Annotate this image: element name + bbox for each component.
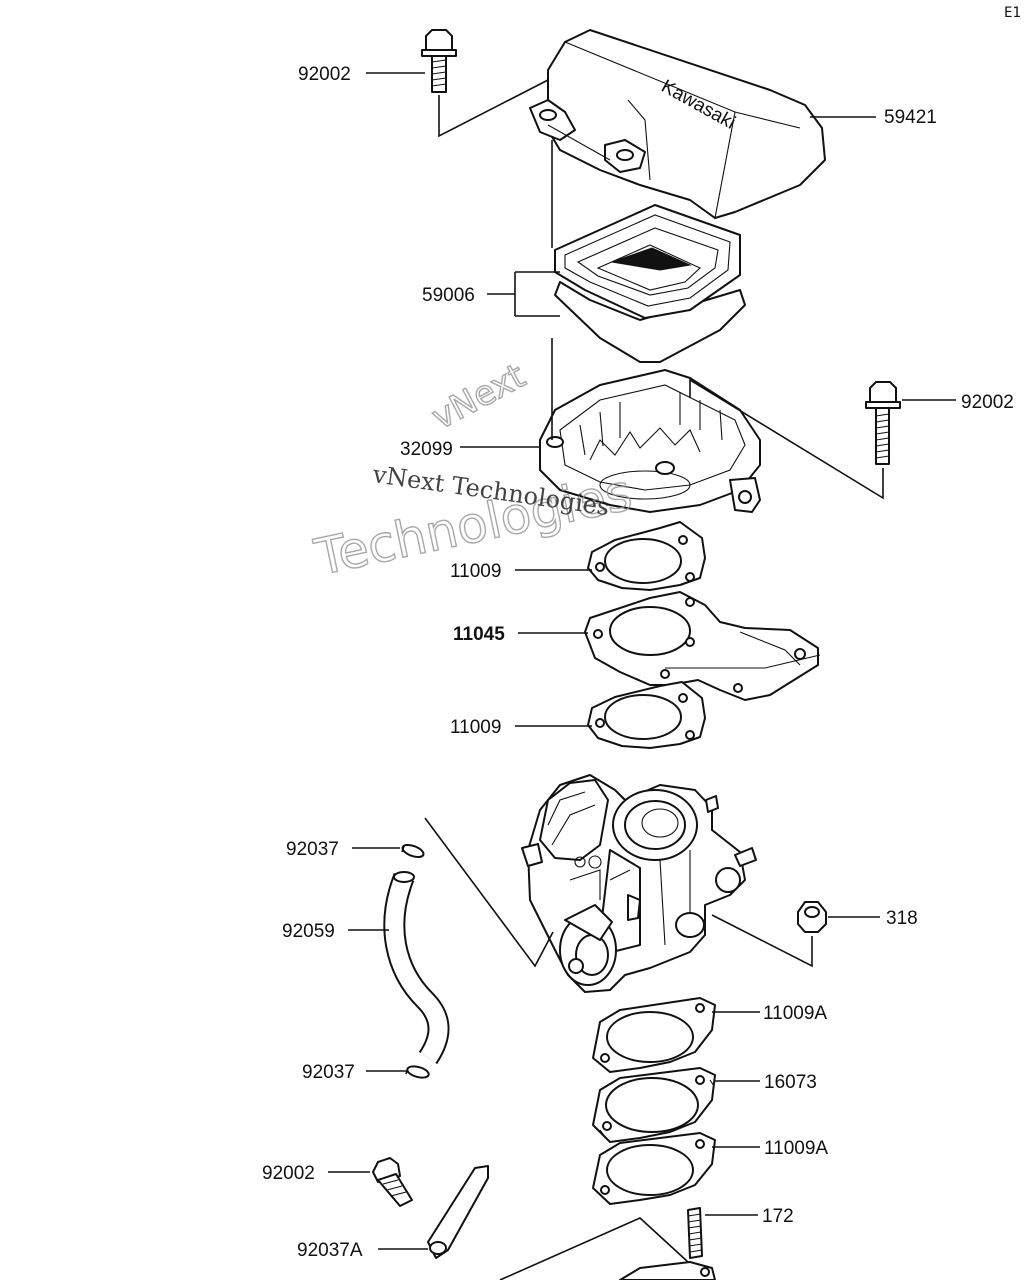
leader-lines [328,72,956,1280]
spacer[interactable] [592,1067,716,1143]
mounting-plate[interactable] [584,591,821,701]
label-bolt-right[interactable]: 92002 [961,392,1014,413]
label-gasket-4[interactable]: 11009A [764,1138,828,1159]
label-hose[interactable]: 92059 [282,921,335,942]
bolt-top[interactable] [421,29,457,93]
label-clip-lower[interactable]: 92037 [302,1062,355,1083]
clamp-strap[interactable] [427,1165,489,1259]
fuel-hose[interactable] [383,871,450,1065]
clip-upper[interactable] [401,843,425,860]
label-spacer[interactable]: 16073 [764,1072,817,1093]
label-clamp[interactable]: 92037A [297,1240,363,1261]
part-labels: 92002 59421 59006 32099 92002 11009 1104… [262,64,1014,1261]
label-filter[interactable]: 59006 [422,285,475,306]
label-bolt-top[interactable]: 92002 [298,64,351,85]
carburetor[interactable] [521,774,757,993]
label-nut[interactable]: 318 [886,908,918,929]
label-cover[interactable]: 59421 [884,107,937,128]
bolt-bottom[interactable] [372,1157,413,1207]
nut[interactable] [797,901,827,933]
gasket-lower[interactable] [587,681,706,749]
bolt-right[interactable] [865,381,901,465]
stud[interactable] [687,1207,703,1259]
gasket-11009a-lower[interactable] [592,1132,716,1205]
label-plate[interactable]: 11045 [453,624,505,645]
air-cleaner-base[interactable] [539,369,761,513]
label-gasket-2[interactable]: 11009 [450,717,501,738]
gasket-11009a-upper[interactable] [592,997,716,1073]
label-gasket-1[interactable]: 11009 [450,561,501,582]
label-stud[interactable]: 172 [762,1206,794,1227]
watermark-vnext: vNext [425,356,531,438]
label-bolt-bottom[interactable]: 92002 [262,1163,315,1184]
lower-flange-partial [619,1261,716,1280]
filter-element[interactable] [554,204,746,363]
clip-lower[interactable] [405,1064,430,1079]
label-gasket-3[interactable]: 11009A [763,1003,827,1024]
label-base[interactable]: 32099 [400,439,453,460]
label-clip-upper[interactable]: 92037 [286,839,339,860]
watermark: vNext Technologies vNext Technologies [309,355,638,587]
air-cleaner-cover[interactable]: Kawasaki [529,29,826,219]
gasket-upper[interactable] [587,521,706,591]
corner-code: E1 [1004,5,1021,21]
